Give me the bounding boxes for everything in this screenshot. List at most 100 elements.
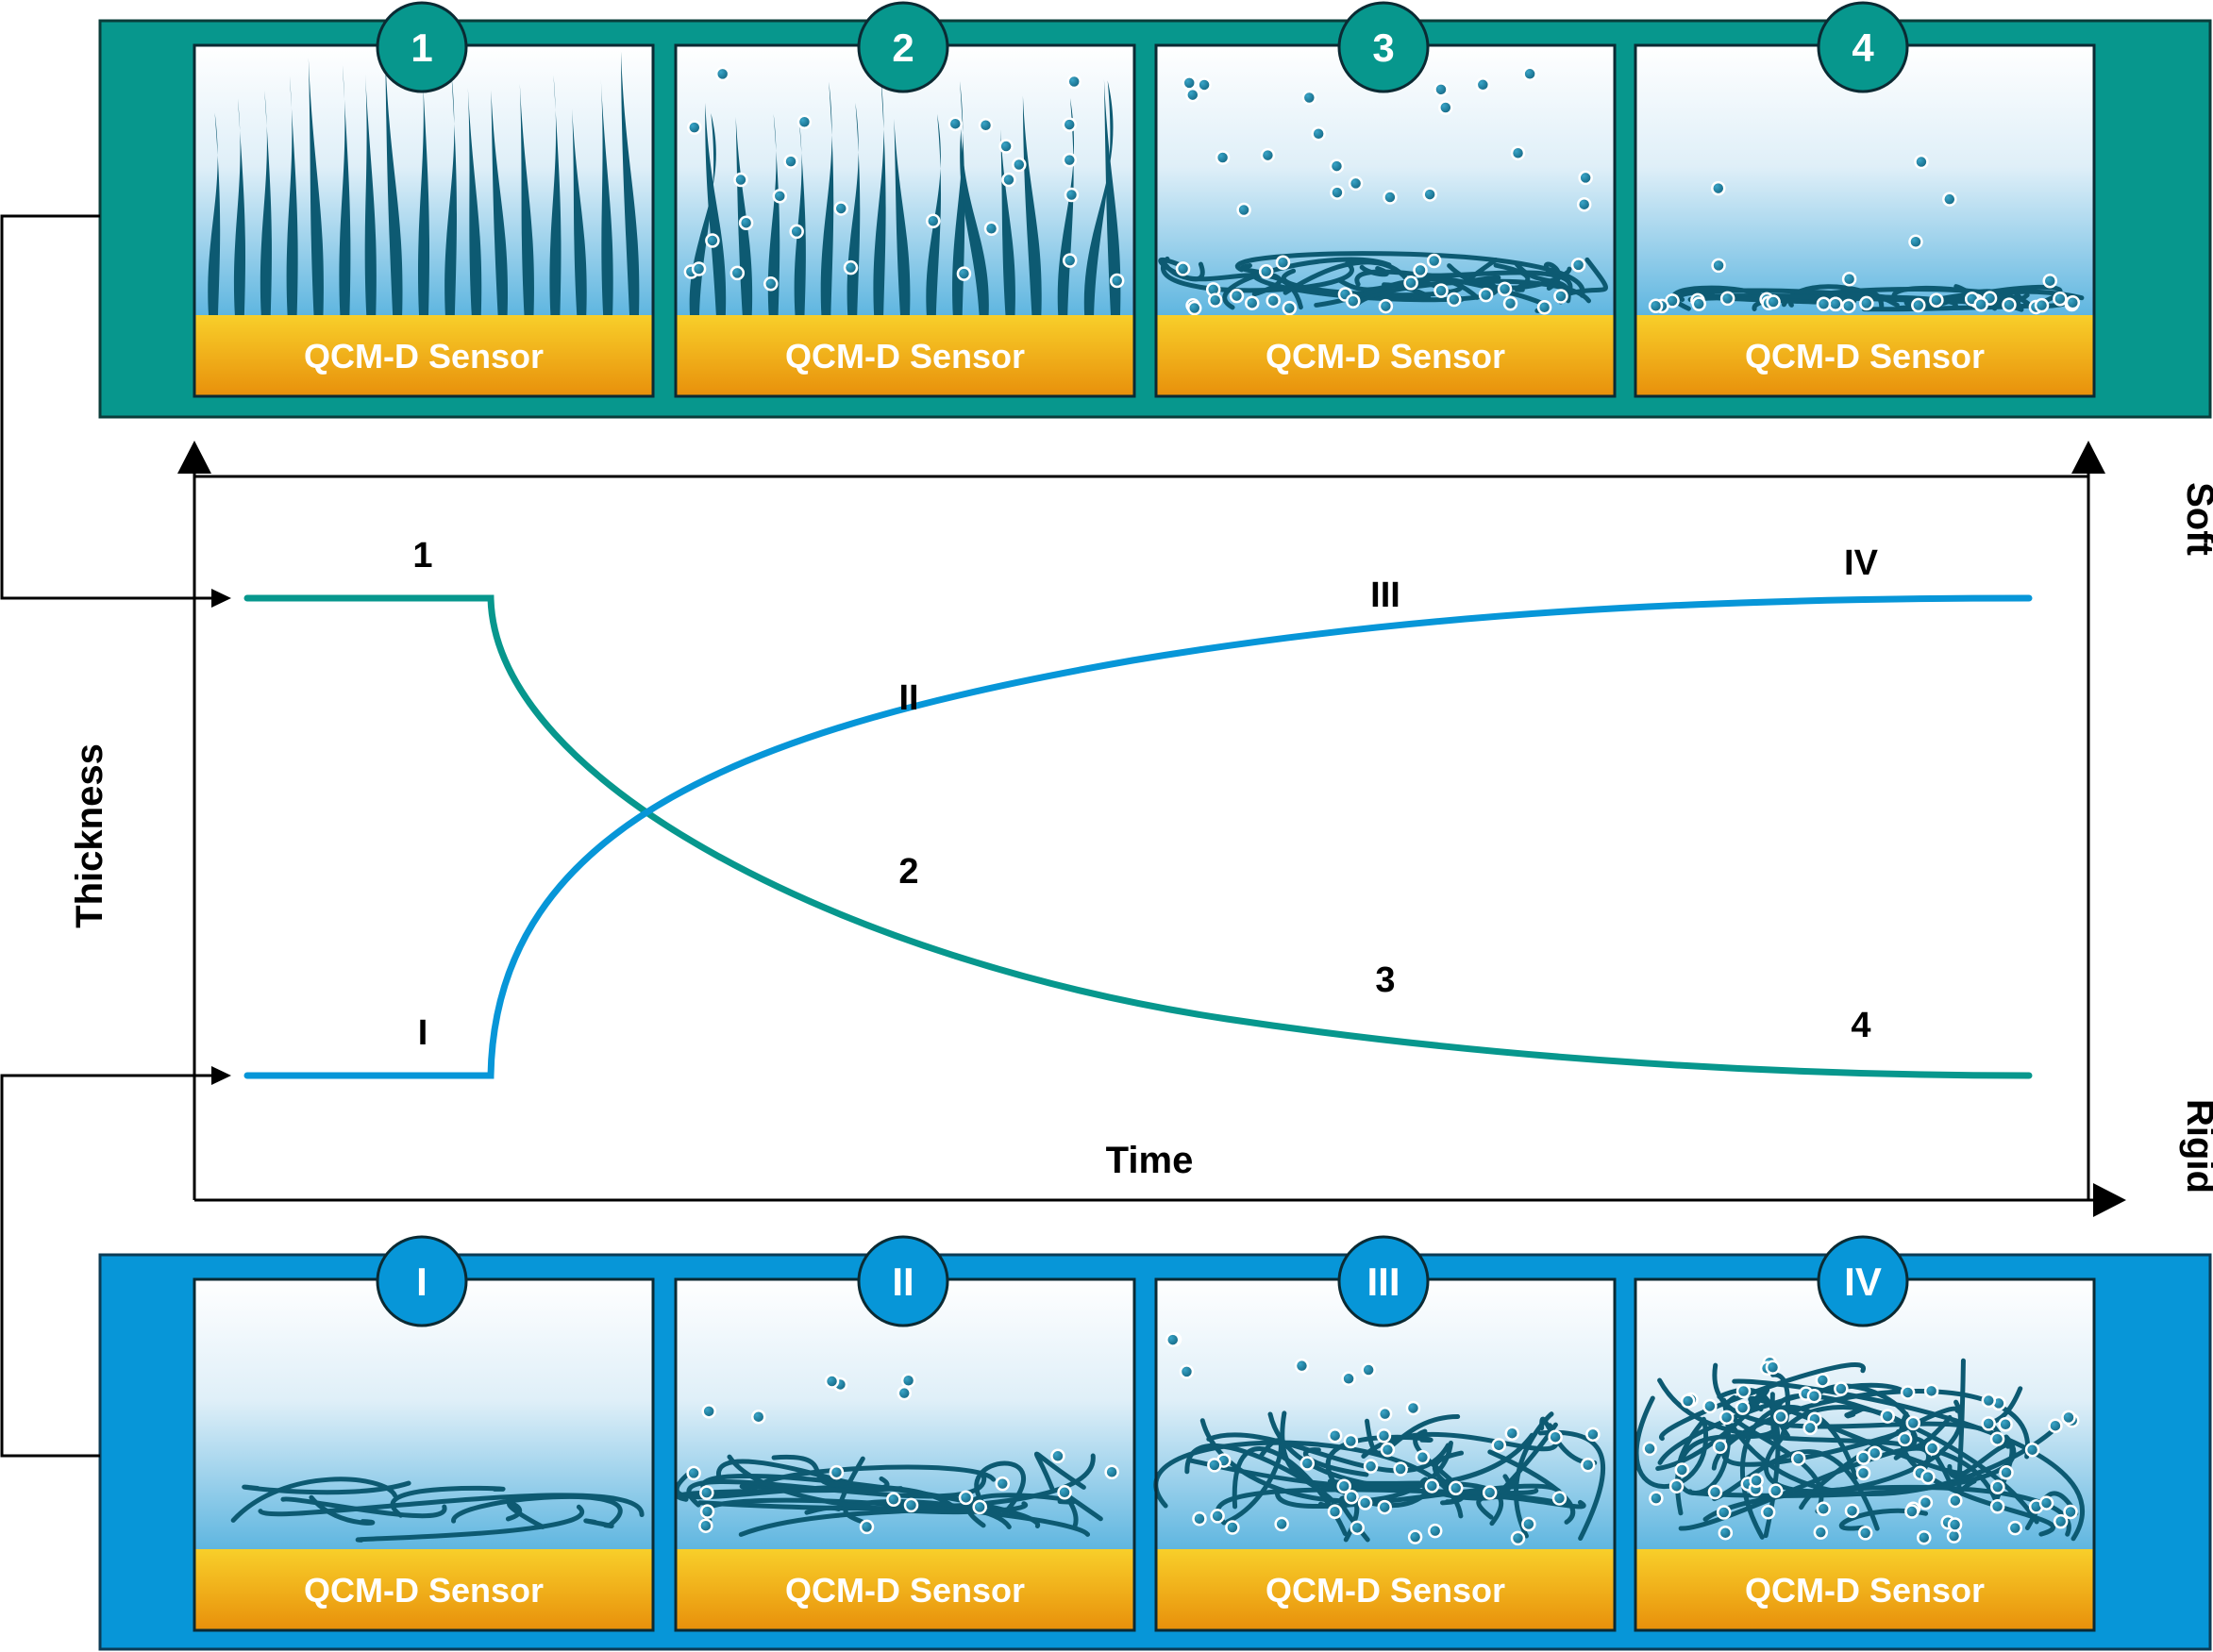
particle bbox=[1998, 1416, 2013, 1432]
polymer-brush bbox=[1103, 78, 1121, 315]
cell-illustration bbox=[1153, 1331, 1606, 1546]
step-badge-label: III bbox=[1366, 1260, 1400, 1304]
polymer-strand bbox=[505, 1501, 545, 1529]
particle bbox=[1989, 1499, 2005, 1514]
particle bbox=[1215, 150, 1231, 165]
qcmd-sensor bbox=[194, 315, 653, 396]
particle bbox=[2024, 1442, 2040, 1458]
particle bbox=[1702, 1398, 1718, 1414]
polymer-strand bbox=[1283, 259, 1413, 295]
particle bbox=[1929, 292, 1944, 308]
polymer-strand bbox=[1687, 294, 2024, 312]
particle bbox=[1210, 1509, 1225, 1524]
polymer-brush bbox=[286, 75, 298, 315]
polymer-brush bbox=[767, 113, 780, 315]
particle bbox=[1207, 292, 1223, 309]
particle bbox=[1649, 1491, 1664, 1506]
particle bbox=[789, 224, 804, 240]
polymer-strand bbox=[309, 1494, 376, 1526]
polymer-brush bbox=[308, 58, 324, 316]
polymer-strand bbox=[1164, 262, 1303, 310]
particle bbox=[1816, 296, 1832, 312]
particle bbox=[1344, 1490, 1359, 1505]
particle bbox=[699, 1485, 714, 1500]
polymer-strand bbox=[1956, 1358, 1977, 1493]
particle bbox=[1327, 1427, 1343, 1443]
particle bbox=[2063, 1504, 2078, 1520]
particle bbox=[824, 1374, 840, 1389]
cell-illustration bbox=[230, 1477, 645, 1543]
particle bbox=[796, 114, 813, 129]
particle bbox=[1478, 287, 1494, 303]
qcmd-sensor bbox=[194, 1549, 653, 1630]
particle bbox=[1765, 1360, 1781, 1376]
particle bbox=[1648, 298, 1664, 314]
thickness-time-graph: 1 2 3 4 I II III IV Thickness Time Soft … bbox=[69, 441, 2213, 1217]
top-connector bbox=[0, 214, 217, 600]
particle bbox=[1294, 1358, 1310, 1374]
particle bbox=[714, 66, 730, 82]
sensor-label: QCM-D Sensor bbox=[304, 1571, 544, 1610]
particle bbox=[1327, 1504, 1343, 1520]
particle bbox=[1553, 289, 1568, 304]
particle bbox=[1578, 170, 1593, 186]
particle bbox=[1948, 1493, 1963, 1509]
particle bbox=[1570, 258, 1586, 273]
particle bbox=[903, 1497, 919, 1513]
polymer-brush bbox=[260, 90, 272, 316]
particle bbox=[687, 120, 702, 135]
particle bbox=[958, 1490, 974, 1506]
particle bbox=[983, 221, 999, 236]
particle bbox=[1680, 1393, 1696, 1409]
particle bbox=[1585, 1427, 1601, 1443]
polymer-strand bbox=[686, 1469, 987, 1508]
cell-illustration bbox=[675, 1373, 1119, 1537]
particle bbox=[1908, 234, 1923, 250]
top-connector-arrowhead bbox=[211, 589, 231, 608]
particle bbox=[886, 1492, 901, 1508]
polymer-strand bbox=[1537, 1429, 1606, 1542]
teal-label-2: 2 bbox=[898, 852, 918, 892]
particle bbox=[1050, 1448, 1065, 1464]
particle bbox=[1258, 264, 1274, 279]
particle bbox=[998, 139, 1014, 154]
particle bbox=[1773, 1409, 1788, 1425]
step-badge bbox=[857, 1235, 949, 1327]
polymer-brush bbox=[233, 98, 246, 315]
step-badge bbox=[1817, 1, 1909, 93]
step-badge bbox=[1817, 1235, 1909, 1327]
particle bbox=[1900, 1385, 1916, 1400]
step-badge-label: 1 bbox=[411, 25, 432, 70]
polymer-strand bbox=[1677, 288, 1918, 305]
particle bbox=[2007, 1520, 2023, 1536]
particle bbox=[1735, 1383, 1752, 1399]
qcmd-sensor bbox=[1156, 1549, 1615, 1630]
particle bbox=[1712, 1439, 1728, 1455]
particle bbox=[698, 1518, 713, 1533]
particle bbox=[1914, 154, 1929, 170]
particle bbox=[1299, 1456, 1316, 1471]
particle bbox=[1905, 1415, 1920, 1431]
polymer-strand bbox=[676, 1486, 904, 1502]
particle bbox=[1225, 1520, 1240, 1535]
particle bbox=[1197, 77, 1212, 92]
cell-illustration bbox=[1648, 154, 2085, 315]
soft-label: Soft bbox=[2179, 482, 2213, 556]
particle bbox=[1760, 1505, 1776, 1520]
particle bbox=[995, 1476, 1011, 1492]
particle bbox=[1207, 1458, 1222, 1473]
bottom-connector bbox=[0, 1074, 217, 1458]
particle bbox=[1802, 1420, 1818, 1436]
particle bbox=[772, 189, 788, 204]
particle bbox=[1447, 292, 1462, 308]
particle bbox=[733, 172, 748, 188]
particle bbox=[1380, 1442, 1396, 1458]
particle bbox=[1301, 90, 1317, 106]
step-badge-label: II bbox=[892, 1260, 914, 1304]
particle bbox=[1999, 1465, 2014, 1480]
sensor-label: QCM-D Sensor bbox=[304, 337, 544, 375]
polymer-brush bbox=[444, 74, 458, 315]
polymer-brush bbox=[208, 112, 221, 315]
